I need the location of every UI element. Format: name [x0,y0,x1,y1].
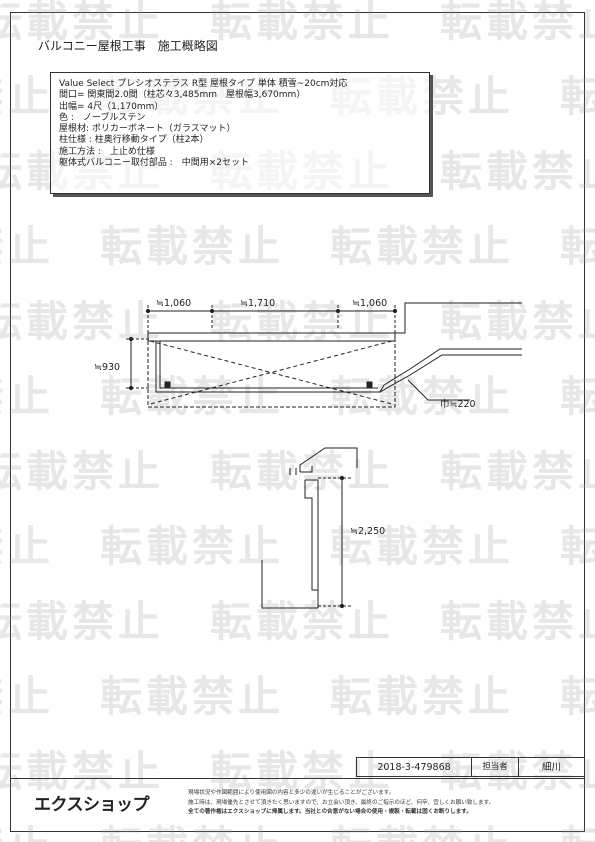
spec-column: 柱仕様 : 柱奥行移動タイプ（柱2本） [59,135,209,146]
gutter-frame [155,341,385,393]
page-title: バルコニー屋根工事 施工概略図 [38,39,218,53]
drain-pipe-outer [379,354,522,393]
dim-dot [335,308,341,314]
drain-pipe-inner [383,348,522,386]
dim-dot [145,308,151,314]
spec-box: Value Select プレシオステラス R型 屋根タイプ 単体 積雪~20c… [50,72,430,194]
footer-divider [10,778,585,779]
spec-depth: 出幅= 4尺（1,170mm） [59,101,164,112]
plan-view [126,302,522,408]
dim-right-span: ≒1,060 [352,298,388,309]
notice-line: 全ての著作権はエクスショップに帰属します。当社との合意がない場合の使用・複製・転… [188,809,472,815]
staff-role-label: 担当者 [471,757,519,777]
elev-column [304,479,319,591]
spec-frontage: 間口= 関東間2.0間（柱芯々3,485mm 屋根幅3,670mm） [59,90,306,101]
elev-gutter [300,466,313,473]
dim-elevation-height: ≒2,250 [350,526,386,537]
spec-parts: 躯体式バルコニー取付部品 : 中間用×2セット [59,158,249,169]
notice-line: 現場状況や作図範囲により使用図の内容と多少の違いが生じることがございます。 [188,790,395,796]
dim-left-span: ≒1,060 [156,298,192,309]
document-code: 2018-3-479868 [356,757,471,777]
company-logo: エクスショップ [34,795,150,815]
dim-width: 巾≒220 [440,399,476,410]
dim-dot [392,308,398,314]
column-right [366,381,373,388]
staff-name: 細川 [519,757,585,777]
elev-roof [299,447,358,472]
dim-dot [339,603,345,609]
spec-product: Value Select プレシオステラス R型 屋根タイプ 単体 積雪~20c… [59,79,348,89]
building-wall [395,302,522,334]
gutter-frame-inner [159,341,378,389]
dim-center-span: ≒1,710 [240,298,276,309]
dim-height: ≒930 [94,362,121,373]
elevation-view [261,447,358,609]
dim-dot [128,385,134,391]
spec-roof-material: 屋根材: ポリカーボネート（ガラスマット） [59,124,236,135]
notice-line: 施工時は、現場優先とさせて頂きたく思いますので、お立会い頂き、最終のご指示のほど… [188,799,495,806]
elev-balcony-floor [261,560,318,609]
dim-dot [209,308,215,314]
spec-color: 色 : ノーブルステン [59,112,146,123]
drawing-sheet [10,12,585,832]
balcony-outline [147,341,396,408]
spec-method: 施工方法 : 上止め仕様 [59,146,155,157]
width-leader [407,379,470,401]
footer-notice: 現場状況や作図範囲により使用図の内容と多少の違いが生じることがございます。 施工… [188,789,494,818]
dim-dot [128,336,134,342]
column-left [164,381,171,388]
dim-dot [339,475,345,481]
roof-beam [147,332,396,342]
